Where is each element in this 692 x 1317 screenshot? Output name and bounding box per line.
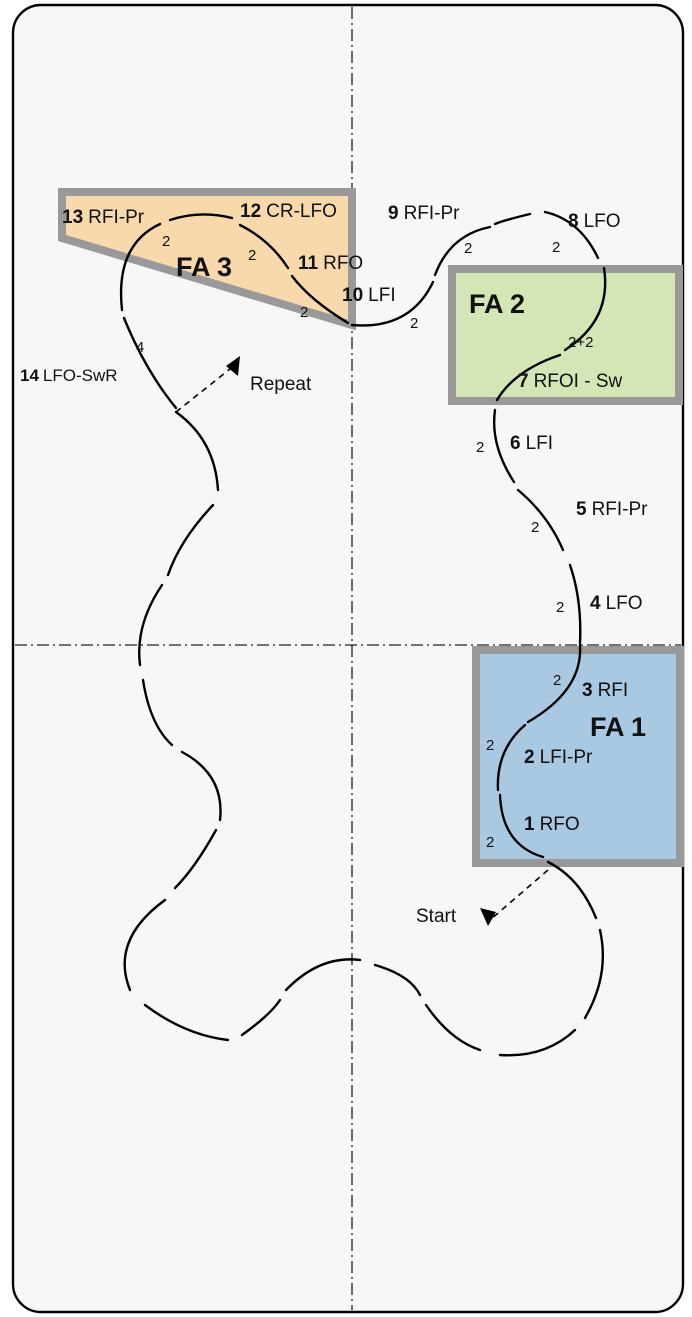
step-12-edge xyxy=(168,213,234,222)
step-8-edge xyxy=(543,210,600,260)
beat-step-8: 2 xyxy=(552,239,560,256)
beat-step-13: 2 xyxy=(162,233,170,250)
beat-step-10: 2 xyxy=(410,315,418,332)
step-9-edge xyxy=(433,225,492,277)
beat-step-6: 2 xyxy=(476,439,484,456)
step-11b-edge xyxy=(238,223,290,270)
step-10-edge xyxy=(350,280,435,327)
pattern-continuation xyxy=(123,410,605,1057)
start-arrow-line xyxy=(489,869,549,921)
step-1-edge xyxy=(498,793,545,859)
step-6-edge xyxy=(493,408,516,484)
step-2-edge xyxy=(496,723,527,792)
beat-step-7: 2+2 xyxy=(568,334,593,351)
beat-step-11: 2 xyxy=(300,304,308,321)
repeat-arrow-line xyxy=(175,364,236,413)
beat-step-9: 2 xyxy=(464,240,472,257)
fa-1-label: FA 1 xyxy=(590,712,646,742)
feature-area-2-box xyxy=(448,265,683,405)
beat-step-5: 2 xyxy=(531,519,539,536)
start-arrowhead xyxy=(480,908,496,926)
beat-step-1: 2 xyxy=(486,834,494,851)
beat-step-3: 2 xyxy=(553,672,561,689)
feature-area-1-box xyxy=(472,646,684,867)
start-label: Start xyxy=(416,906,457,927)
beat-step-14: 4 xyxy=(136,339,144,356)
beat-step-2: 2 xyxy=(486,737,494,754)
repeat-arrowhead xyxy=(226,356,240,376)
repeat-label: Repeat xyxy=(250,374,312,395)
beat-step-12: 2 xyxy=(248,247,256,264)
step-4-edge xyxy=(568,563,582,645)
step-5-edge xyxy=(516,488,565,552)
step-7-edge xyxy=(495,353,562,402)
step-13-edge xyxy=(119,222,162,312)
step-11-edge xyxy=(290,274,350,325)
step-14-edge xyxy=(122,316,178,410)
step-3-edge xyxy=(526,643,582,724)
step-8b-edge xyxy=(493,212,532,226)
beat-step-4: 2 xyxy=(556,599,564,616)
step-7b-edge xyxy=(563,266,607,352)
fa-3-label: FA 3 xyxy=(176,252,232,282)
fa-2-label: FA 2 xyxy=(469,289,525,319)
